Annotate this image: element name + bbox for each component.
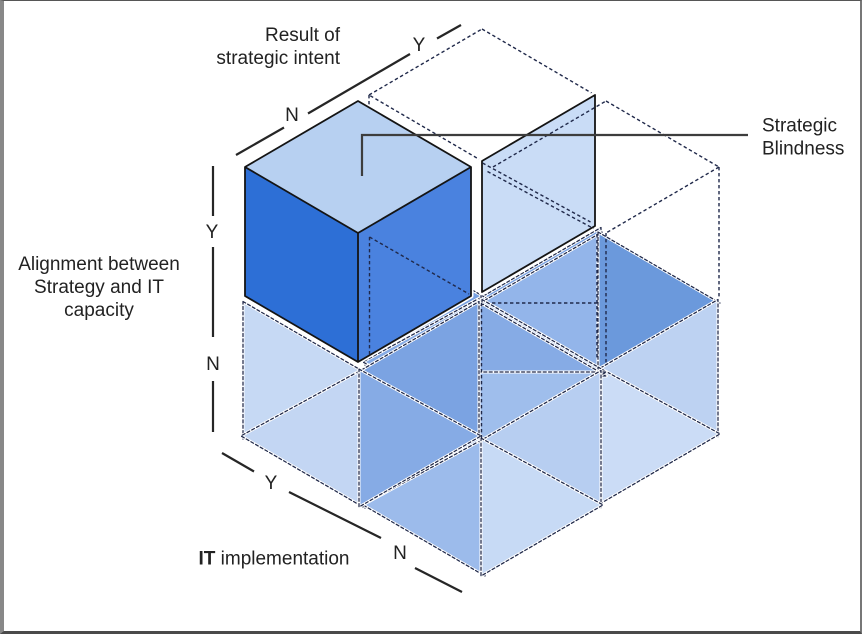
svg-text:Alignment between: Alignment between: [18, 254, 180, 275]
svg-text:N: N: [285, 105, 299, 126]
svg-text:Y: Y: [206, 222, 219, 243]
svg-text:IT implementation: IT implementation: [198, 549, 349, 570]
svg-text:Y: Y: [265, 473, 278, 494]
svg-text:N: N: [393, 543, 407, 564]
svg-text:Blindness: Blindness: [762, 139, 844, 160]
svg-text:capacity: capacity: [64, 300, 134, 321]
svg-text:Result of: Result of: [265, 25, 341, 46]
svg-text:N: N: [206, 354, 220, 375]
svg-text:Strategy and IT: Strategy and IT: [34, 277, 164, 298]
svg-text:Y: Y: [413, 35, 426, 56]
svg-text:strategic intent: strategic intent: [216, 48, 340, 69]
svg-text:Strategic: Strategic: [762, 116, 837, 137]
